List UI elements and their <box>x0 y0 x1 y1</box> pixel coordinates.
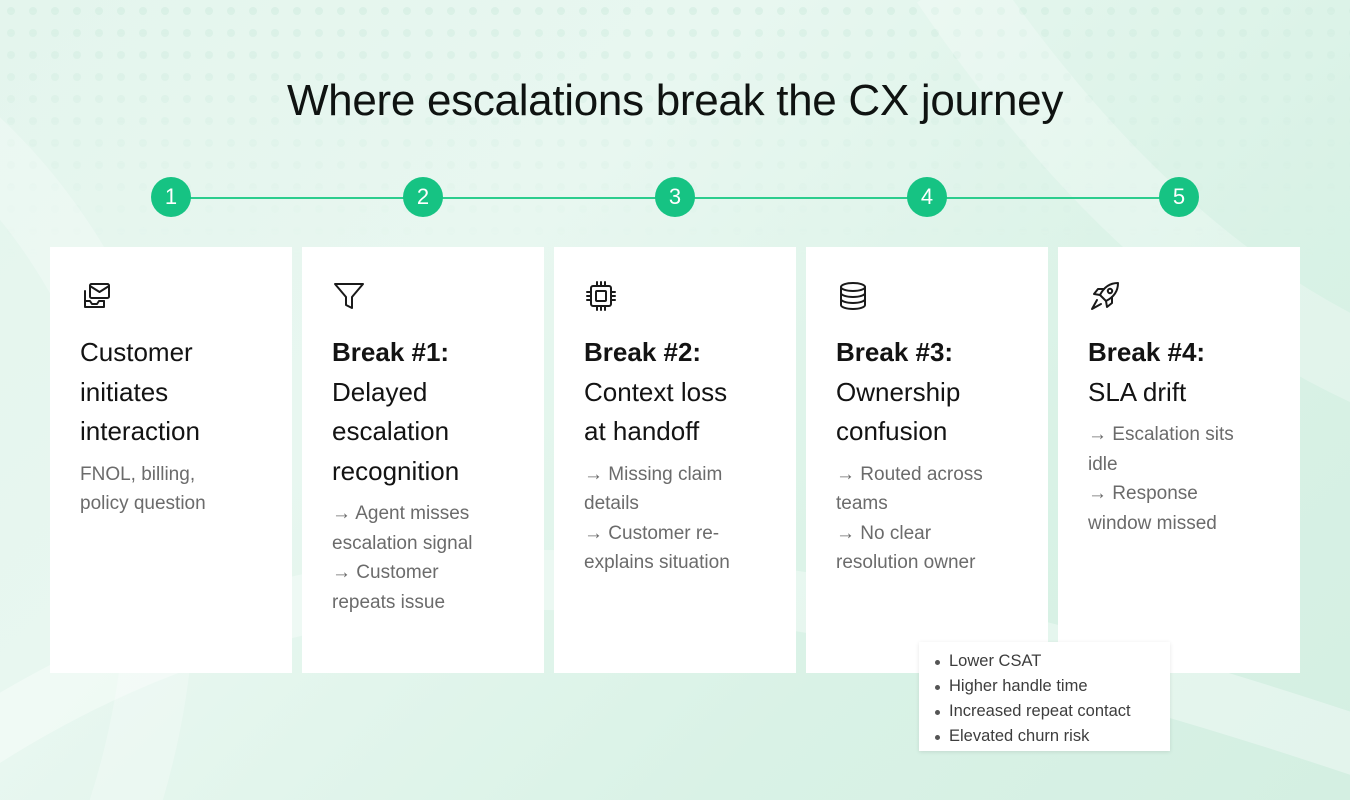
card-description: → Missing claim details → Customer re- e… <box>584 463 730 574</box>
impact-item: Elevated churn risk <box>935 724 1160 749</box>
impact-callout: Lower CSAT Higher handle time Increased … <box>919 642 1170 751</box>
journey-card-4: Break #3: Ownership confusion → Routed a… <box>806 247 1048 673</box>
filter-icon <box>332 279 366 313</box>
journey-card-1: Customer initiates interaction FNOL, bil… <box>50 247 292 673</box>
card-title: Break #1: Delayed escalation recognition <box>332 337 460 486</box>
journey-card-3: Break #2: Context loss at handoff → Miss… <box>554 247 796 673</box>
step-marker-2: 2 <box>403 177 443 217</box>
card-title: Break #2: Context loss at handoff <box>584 337 728 446</box>
card-title: Break #3: Ownership confusion <box>836 337 961 446</box>
journey-card-5: Break #4: SLA drift → Escalation sits id… <box>1058 247 1300 673</box>
database-icon <box>836 279 870 313</box>
card-description: → Routed across teams → No clear resolut… <box>836 463 983 574</box>
impact-item: Increased repeat contact <box>935 699 1160 724</box>
page-title: Where escalations break the CX journey <box>286 76 1064 125</box>
card-description: → Escalation sits idle → Response window… <box>1088 424 1234 534</box>
card-description: FNOL, billing, policy question <box>80 463 206 515</box>
message-inbox-icon <box>80 279 114 313</box>
step-marker-4: 4 <box>907 177 947 217</box>
card-description: → Agent misses escalation signal → Custo… <box>332 503 473 613</box>
rocket-icon <box>1088 279 1122 313</box>
impact-item: Lower CSAT <box>935 649 1160 674</box>
journey-card-2: Break #1: Delayed escalation recognition… <box>302 247 544 673</box>
step-marker-5: 5 <box>1159 177 1199 217</box>
impact-list: Lower CSAT Higher handle time Increased … <box>929 649 1160 749</box>
impact-item: Higher handle time <box>935 674 1160 699</box>
cpu-chip-icon <box>584 279 618 313</box>
step-marker-3: 3 <box>655 177 695 217</box>
card-title: Customer initiates interaction <box>80 337 200 446</box>
card-title: Break #4: SLA drift <box>1088 337 1206 407</box>
step-marker-1: 1 <box>151 177 191 217</box>
